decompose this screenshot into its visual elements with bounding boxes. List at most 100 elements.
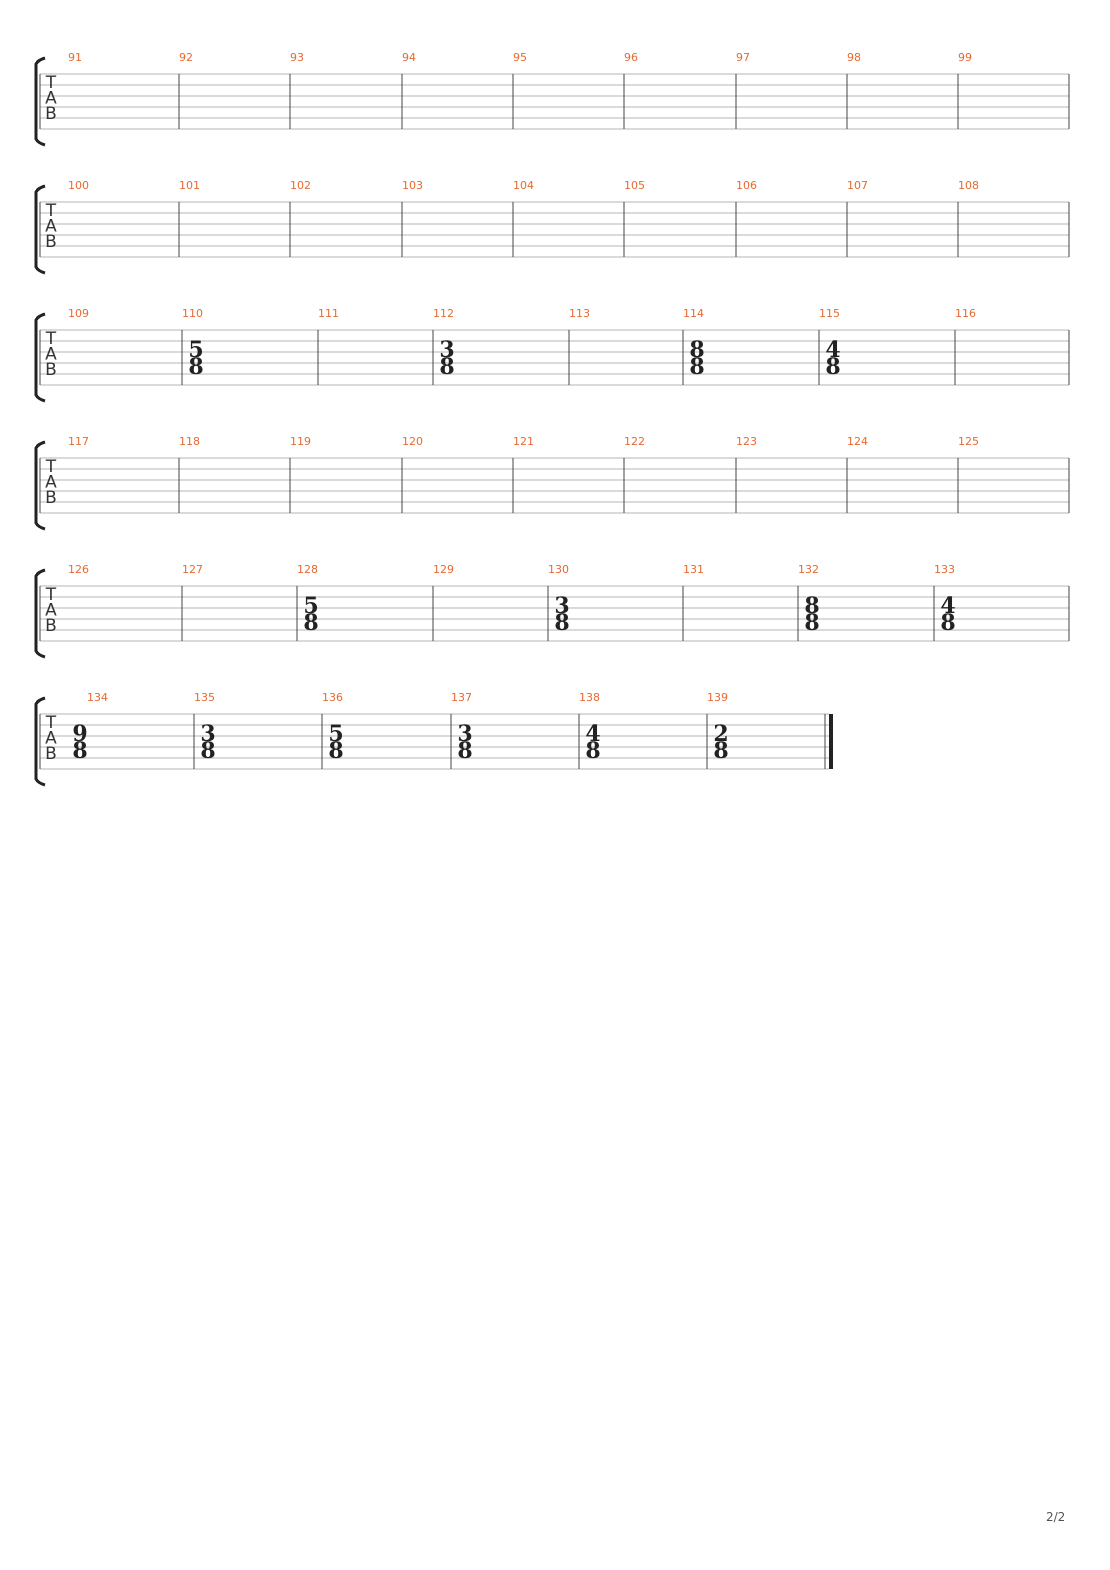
- time-signature-denominator: 8: [554, 610, 569, 636]
- measure-number: 127: [182, 563, 203, 576]
- measure-number: 129: [433, 563, 454, 576]
- measure-number: 105: [624, 179, 645, 192]
- time-signature: 28: [713, 721, 728, 764]
- measure-number: 120: [402, 435, 423, 448]
- measure-number: 108: [958, 179, 979, 192]
- tab-clef-letter: T: [45, 457, 57, 477]
- time-signature-numerator: 8: [689, 337, 704, 363]
- measure-number: 128: [297, 563, 318, 576]
- measure-number: 139: [707, 691, 728, 704]
- system-bracket: [34, 312, 46, 403]
- system-bracket: [34, 184, 46, 275]
- time-signature-denominator: 8: [689, 354, 704, 380]
- time-signature-numerator: 3: [439, 337, 454, 363]
- measure-number: 101: [179, 179, 200, 192]
- system-bracket: [34, 56, 46, 147]
- measure-number: 113: [569, 307, 590, 320]
- measure-number: 123: [736, 435, 757, 448]
- tab-clef-letter: A: [45, 601, 57, 621]
- measure-number: 110: [182, 307, 203, 320]
- measure-number: 106: [736, 179, 757, 192]
- system-bracket: [34, 696, 46, 787]
- tab-clef-letter: T: [45, 73, 57, 93]
- measure-number: 115: [819, 307, 840, 320]
- tab-clef-letter: T: [45, 585, 57, 605]
- measure-number: 94: [402, 51, 416, 64]
- measure-number: 99: [958, 51, 972, 64]
- time-signature: 48: [825, 337, 840, 380]
- tab-clef-letter: A: [45, 217, 57, 237]
- time-signature-denominator: 8: [328, 738, 343, 764]
- system-bracket: [34, 568, 46, 659]
- tab-clef-letter: B: [45, 232, 57, 252]
- time-signature-numerator: 3: [457, 721, 472, 747]
- time-signature-numerator: 5: [328, 721, 343, 747]
- time-signature: 38: [457, 721, 472, 764]
- measure-number: 132: [798, 563, 819, 576]
- tab-clef-letter: A: [45, 345, 57, 365]
- tab-clef-letter: T: [45, 713, 57, 733]
- time-signature: 38: [200, 721, 215, 764]
- measure-number: 136: [322, 691, 343, 704]
- time-signature: 58: [328, 721, 343, 764]
- time-signature: 88: [804, 593, 819, 636]
- measure-number: 125: [958, 435, 979, 448]
- measure-number: 114: [683, 307, 704, 320]
- measure-number: 91: [68, 51, 82, 64]
- measure-number: 117: [68, 435, 89, 448]
- time-signature-denominator: 8: [940, 610, 955, 636]
- tab-clef-letter: B: [45, 488, 57, 508]
- tab-clef-letter: B: [45, 744, 57, 764]
- measure-number: 118: [179, 435, 200, 448]
- time-signature-numerator: 4: [940, 593, 955, 619]
- page-number: 2/2: [1046, 1510, 1066, 1524]
- time-signature: 98: [72, 721, 87, 764]
- measure-number: 97: [736, 51, 750, 64]
- measure-number: 98: [847, 51, 861, 64]
- measure-number: 131: [683, 563, 704, 576]
- measure-number: 137: [451, 691, 472, 704]
- time-signature-denominator: 8: [188, 354, 203, 380]
- measure-number: 100: [68, 179, 89, 192]
- measure-number: 130: [548, 563, 569, 576]
- time-signature-numerator: 4: [825, 337, 840, 363]
- time-signature-numerator: 5: [303, 593, 318, 619]
- measure-number: 135: [194, 691, 215, 704]
- measure-number: 121: [513, 435, 534, 448]
- time-signature-numerator: 5: [188, 337, 203, 363]
- measure-number: 124: [847, 435, 868, 448]
- measure-number: 104: [513, 179, 534, 192]
- time-signature: 58: [188, 337, 203, 380]
- measure-number: 122: [624, 435, 645, 448]
- tab-clef-letter: A: [45, 729, 57, 749]
- time-signature-numerator: 9: [72, 721, 87, 747]
- time-signature-denominator: 8: [804, 610, 819, 636]
- tab-clef-letter: B: [45, 616, 57, 636]
- measure-number: 102: [290, 179, 311, 192]
- time-signature-numerator: 8: [804, 593, 819, 619]
- time-signature-numerator: 2: [713, 721, 728, 747]
- time-signature-numerator: 3: [554, 593, 569, 619]
- measure-number: 126: [68, 563, 89, 576]
- measure-number: 111: [318, 307, 339, 320]
- time-signature: 38: [439, 337, 454, 380]
- time-signature-denominator: 8: [72, 738, 87, 764]
- measure-number: 95: [513, 51, 527, 64]
- time-signature-numerator: 3: [200, 721, 215, 747]
- system-bracket: [34, 440, 46, 531]
- time-signature: 58: [303, 593, 318, 636]
- measure-number: 96: [624, 51, 638, 64]
- time-signature-denominator: 8: [303, 610, 318, 636]
- time-signature-denominator: 8: [457, 738, 472, 764]
- time-signature: 48: [940, 593, 955, 636]
- measure-number: 134: [87, 691, 108, 704]
- measure-number: 138: [579, 691, 600, 704]
- time-signature-denominator: 8: [825, 354, 840, 380]
- tab-clef-letter: B: [45, 360, 57, 380]
